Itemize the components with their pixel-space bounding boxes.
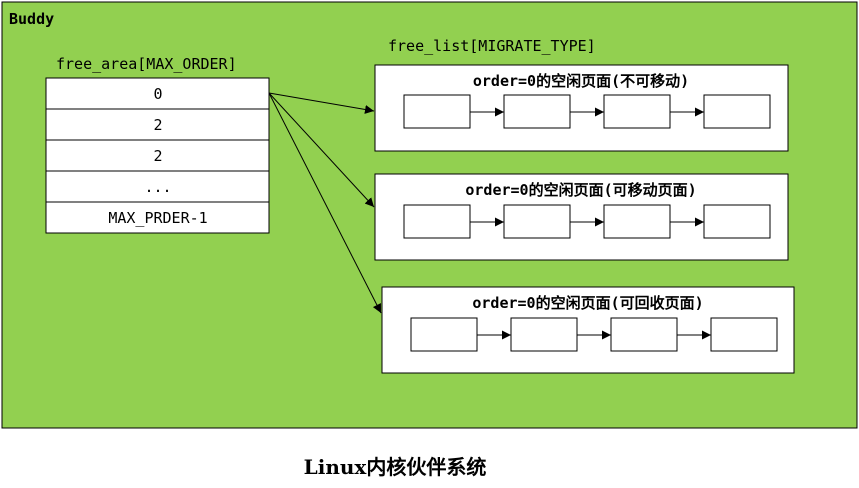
arrow-to-list-3 [268,92,382,314]
page-node [510,317,578,352]
free-list-label: free_list[MIGRATE_TYPE] [388,37,596,55]
buddy-label: Buddy [9,10,54,28]
free-area-cell [45,139,270,172]
page-node [503,94,571,129]
page-node [403,204,471,239]
free-area-row: MAX_PRDER-1 [108,209,207,227]
list-title: order=0的空闲页面(不可移动) [473,72,689,90]
free-area-row: 0 [153,85,162,103]
arrow-to-list-2 [268,92,375,208]
free-area-table: 0 2 2 ... MAX_PRDER-1 [45,77,270,234]
page-node [703,204,771,239]
free-area-cell [45,108,270,141]
page-node [703,94,771,129]
free-list-2: order=0的空闲页面(可移动页面) [374,173,789,261]
free-area-row: 2 [153,147,162,165]
free-area-cell [45,77,270,110]
free-list-3: order=0的空闲页面(可回收页面) [381,286,795,374]
free-list-1: order=0的空闲页面(不可移动) [374,64,789,152]
page-node [410,317,478,352]
free-area-row: 2 [153,116,162,134]
arrow-to-list-1 [268,92,375,114]
free-area-row: ... [144,178,171,196]
page-node [603,204,671,239]
figure-caption: Linux内核伙伴系统 [304,455,487,479]
free-area-cell [45,201,270,234]
page-node [503,204,571,239]
list-title: order=0的空闲页面(可移动页面) [465,181,696,199]
page-node [603,94,671,129]
list-title: order=0的空闲页面(可回收页面) [472,294,703,312]
free-area-label: free_area[MAX_ORDER] [56,55,237,73]
page-node [710,317,778,352]
page-node [610,317,678,352]
page-node [403,94,471,129]
